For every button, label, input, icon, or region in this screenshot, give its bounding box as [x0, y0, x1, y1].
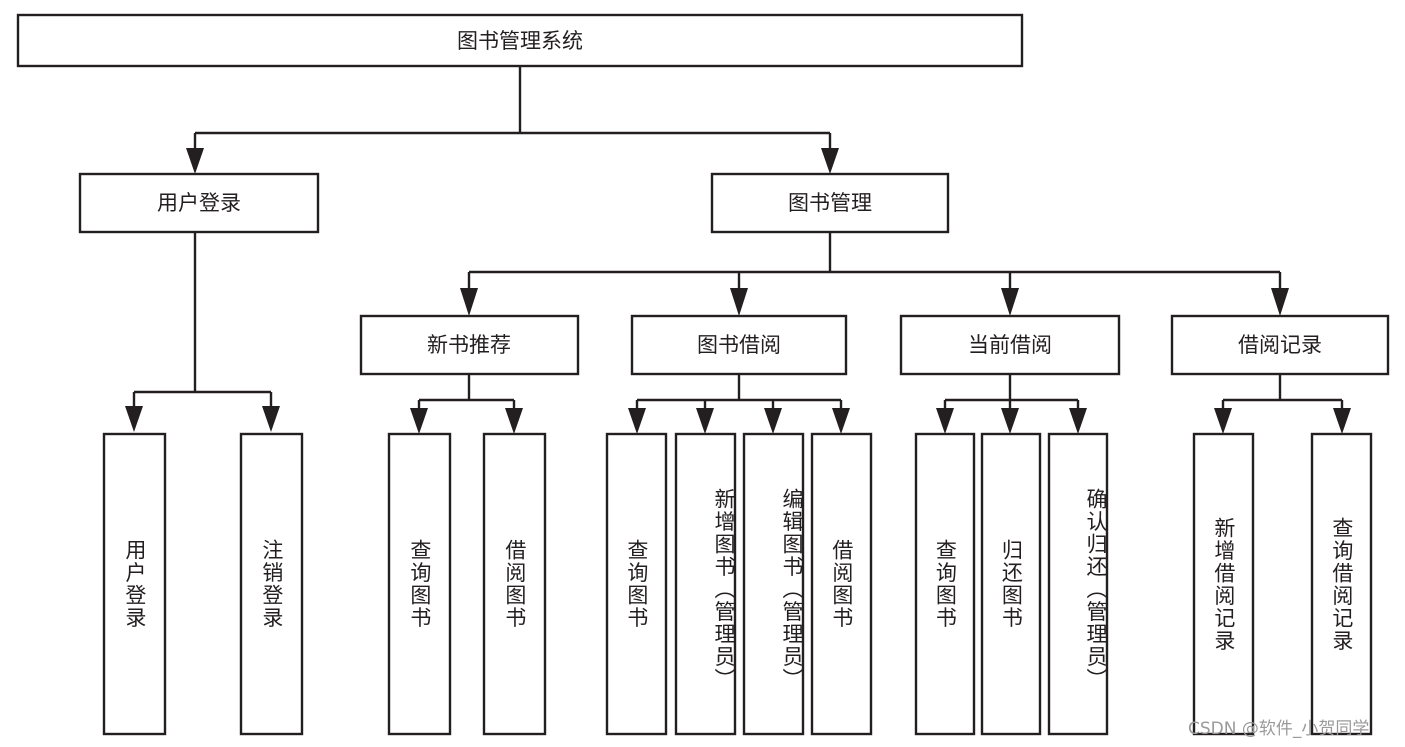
arrow-head-icon	[936, 408, 954, 434]
arrow-head-icon	[1333, 408, 1351, 434]
csdn-watermark: CSDN @软件_小贺同学	[1188, 719, 1370, 739]
connector-root-to-level2	[186, 66, 839, 174]
connector-currentborrow-to-leaves	[936, 374, 1087, 434]
arrow-head-icon	[410, 408, 428, 434]
node-current-borrow[interactable]: 当前借阅	[899, 314, 1121, 376]
leaf-box-query-record[interactable]	[1310, 432, 1373, 736]
arrow-head-icon	[696, 408, 714, 434]
node-user-login[interactable]: 用户登录	[78, 172, 320, 234]
arrow-head-icon	[628, 408, 646, 434]
arrow-head-icon	[1069, 408, 1087, 434]
leaf-box-return-book[interactable]	[980, 432, 1042, 736]
node-borrow-record[interactable]: 借阅记录	[1170, 314, 1390, 376]
leaf-box-borrow-book-1[interactable]	[482, 432, 547, 736]
arrow-head-icon	[186, 148, 204, 174]
leaf-boxes	[102, 432, 1373, 736]
arrow-head-icon	[1001, 408, 1019, 434]
arrow-head-icon	[832, 408, 850, 434]
arrow-head-icon	[821, 148, 839, 174]
arrow-head-icon	[764, 408, 782, 434]
arrow-head-icon	[125, 406, 143, 432]
node-current-borrow-label: 当前借阅	[968, 333, 1052, 357]
arrow-head-icon	[505, 408, 523, 434]
leaf-box-logout[interactable]	[239, 432, 304, 736]
leaf-box-query-book-3[interactable]	[914, 432, 976, 736]
arrow-head-icon	[1271, 288, 1289, 316]
leaf-box-query-book-2[interactable]	[605, 432, 668, 736]
node-new-book-recommend-label: 新书推荐	[427, 333, 511, 357]
arrow-head-icon	[730, 288, 748, 316]
arrow-head-icon	[262, 406, 280, 432]
leaf-box-add-record[interactable]	[1192, 432, 1255, 736]
leaf-box-edit-book[interactable]	[742, 432, 805, 736]
arrow-head-icon	[1214, 408, 1232, 434]
leaf-box-borrow-book-2[interactable]	[810, 432, 873, 736]
leaf-box-query-book-1[interactable]	[387, 432, 452, 736]
connector-bookmgmt-to-level3	[460, 232, 1289, 316]
node-book-borrow-label: 图书借阅	[697, 333, 781, 357]
arrow-head-icon	[1001, 288, 1019, 316]
node-user-login-label: 用户登录	[157, 191, 241, 215]
leaf-box-add-book[interactable]	[674, 432, 737, 736]
connector-bookborrow-to-leaves	[628, 374, 850, 434]
node-borrow-record-label: 借阅记录	[1238, 333, 1322, 357]
node-new-book-recommend[interactable]: 新书推荐	[359, 314, 580, 376]
leaf-box-user-login[interactable]	[102, 432, 167, 736]
node-book-borrow[interactable]: 图书借阅	[630, 314, 848, 376]
leaf-box-confirm-return[interactable]	[1047, 432, 1109, 736]
node-book-management-label: 图书管理	[788, 191, 872, 215]
arrow-head-icon	[460, 288, 478, 316]
connector-newbook-to-leaves	[410, 374, 523, 434]
node-root-label: 图书管理系统	[457, 29, 583, 53]
node-book-management[interactable]: 图书管理	[710, 172, 950, 234]
connector-borrowrecord-to-leaves	[1214, 374, 1351, 434]
node-root[interactable]: 图书管理系统	[16, 13, 1024, 68]
connector-userlogin-to-leaves	[125, 232, 280, 432]
